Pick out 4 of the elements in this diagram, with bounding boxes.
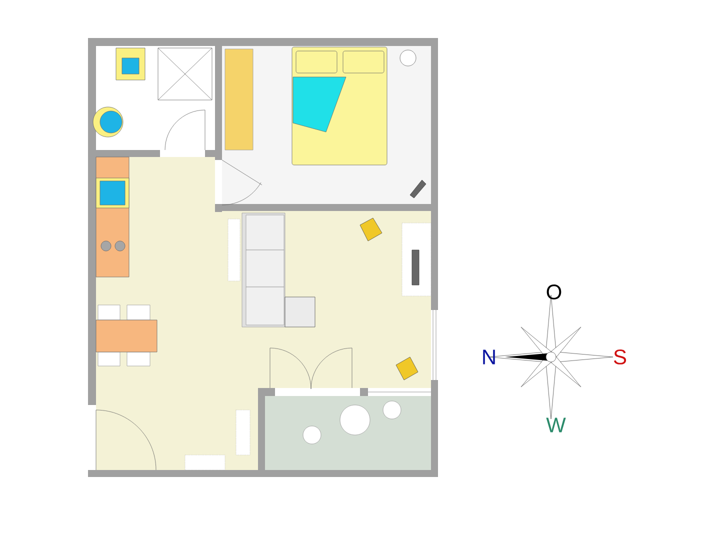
compass-letter: S bbox=[614, 350, 626, 364]
compass-letter: O bbox=[546, 284, 562, 300]
compass-letter: N bbox=[483, 350, 495, 364]
compass-letter: W bbox=[546, 418, 566, 432]
